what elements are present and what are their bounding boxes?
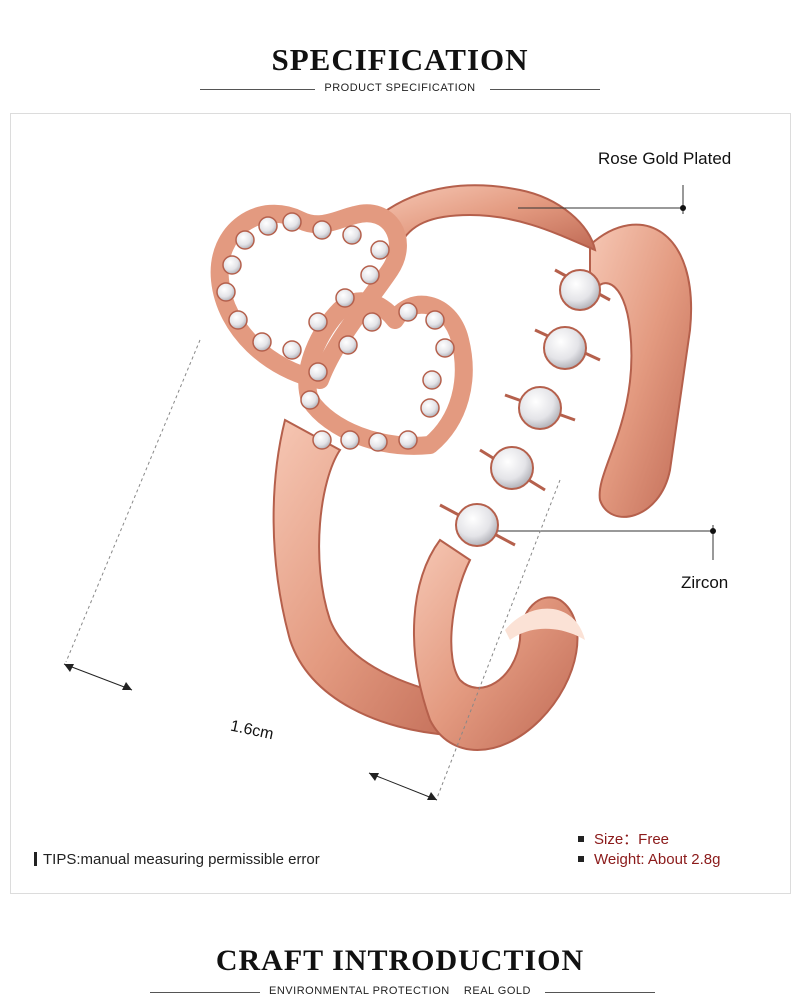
zircon-label: Zircon — [681, 573, 729, 592]
weight-text: Weight: About 2.8g — [594, 851, 721, 868]
specification-subtitle-row: PRODUCT SPECIFICATION — [0, 79, 800, 99]
divider-right — [490, 89, 600, 90]
prong-zircons — [439, 268, 611, 547]
ring-band-back — [589, 223, 693, 518]
ring-band-inner-highlight — [505, 608, 585, 640]
product-panel — [10, 113, 791, 894]
size-text: Size：Free — [594, 831, 670, 848]
specification-title: SPECIFICATION — [271, 42, 529, 77]
tips-text: TIPS:manual measuring permissible error — [43, 851, 320, 868]
weight-spec: Weight: About 2.8g — [578, 851, 720, 868]
bullet-square-icon — [578, 836, 584, 842]
pave-stones — [216, 212, 455, 452]
specification-subtitle: PRODUCT SPECIFICATION — [324, 82, 476, 94]
bullet-square-icon — [578, 856, 584, 862]
craft-title: CRAFT INTRODUCTION — [215, 944, 585, 977]
ring-band-top — [378, 184, 597, 252]
dimension-arrow-left — [63, 663, 133, 691]
heart-motif-lower — [298, 292, 473, 455]
dimension-dashed-left — [65, 339, 201, 663]
heart-motif-upper — [210, 204, 407, 389]
tips-note: TIPS:manual measuring permissible error — [34, 851, 320, 868]
dimension-dashed-right — [436, 479, 561, 799]
tips-bar-icon — [34, 852, 37, 866]
craft-subtitle: ENVIRONMENTAL PROTECTION REAL GOLD — [269, 985, 531, 997]
divider-left — [200, 89, 315, 90]
plating-label: Rose Gold Plated — [598, 149, 732, 168]
dimension-arrow-right — [368, 772, 438, 801]
ring-band-lower — [412, 538, 579, 751]
divider-right — [545, 992, 655, 993]
craft-subtitle-row: ENVIRONMENTAL PROTECTION REAL GOLD — [0, 982, 800, 1002]
divider-left — [150, 992, 260, 993]
size-spec: Size：Free — [578, 828, 669, 849]
